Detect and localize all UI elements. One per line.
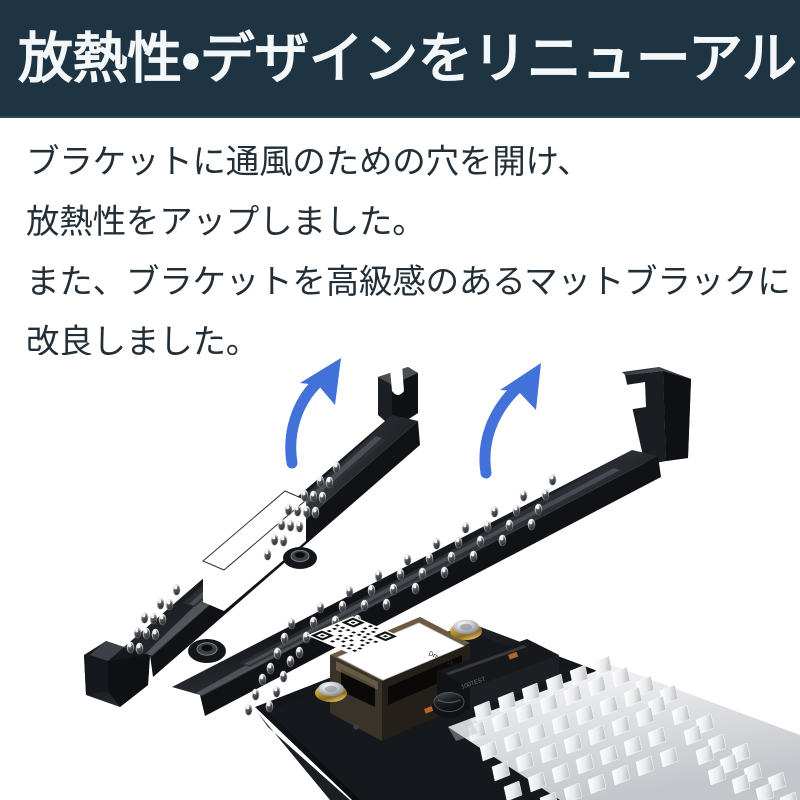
heatsink-fin-row-3 [479, 686, 715, 762]
smd-part-a [508, 651, 519, 660]
heatsink-fin-row-5 [503, 726, 787, 800]
description-line-1: ブラケットに通風のための穴を開け、 [26, 144, 591, 181]
pcb-via [353, 724, 359, 730]
description-line-3: また、ブラケットを高級感のあるマットブラックに [26, 264, 791, 301]
standoff-screw-upper [450, 619, 482, 640]
smd-part-b [424, 706, 434, 714]
pcie-network-card: Driver Download [255, 616, 800, 800]
heatsink-fin-row-2 [467, 666, 679, 742]
bracket-eyelet-right [283, 547, 317, 569]
transformer-module: 100TEST [437, 639, 559, 711]
heatsink-fin-row-6 [539, 746, 797, 800]
header-band: 放熱性・デザインをリニューアル [0, 0, 800, 118]
heatsink [448, 655, 800, 800]
qr-code-icon [307, 616, 401, 656]
arrow-up-left-icon [285, 358, 341, 469]
product-illustration: Driver Download [84, 358, 800, 800]
low-profile-bracket [84, 365, 420, 707]
product-photo: Driver Download [0, 355, 800, 800]
capacitor [432, 692, 466, 718]
standoff-screw-lower [315, 681, 347, 702]
arrow-up-right-icon [479, 363, 541, 479]
heatsink-fin-row-4 [491, 706, 751, 782]
description-line-2: 放熱性をアップしました。 [26, 204, 426, 241]
heatsink-fin-row-1 [473, 655, 613, 722]
page-title: 放熱性・デザインをリニューアル [18, 27, 797, 90]
description-text: ブラケットに通風のための穴を開け、 放熱性をアップしました。 また、ブラケットを… [26, 133, 791, 373]
description-line-4: 改良しました。 [26, 324, 260, 361]
bracket-eyelet-left [188, 639, 226, 663]
